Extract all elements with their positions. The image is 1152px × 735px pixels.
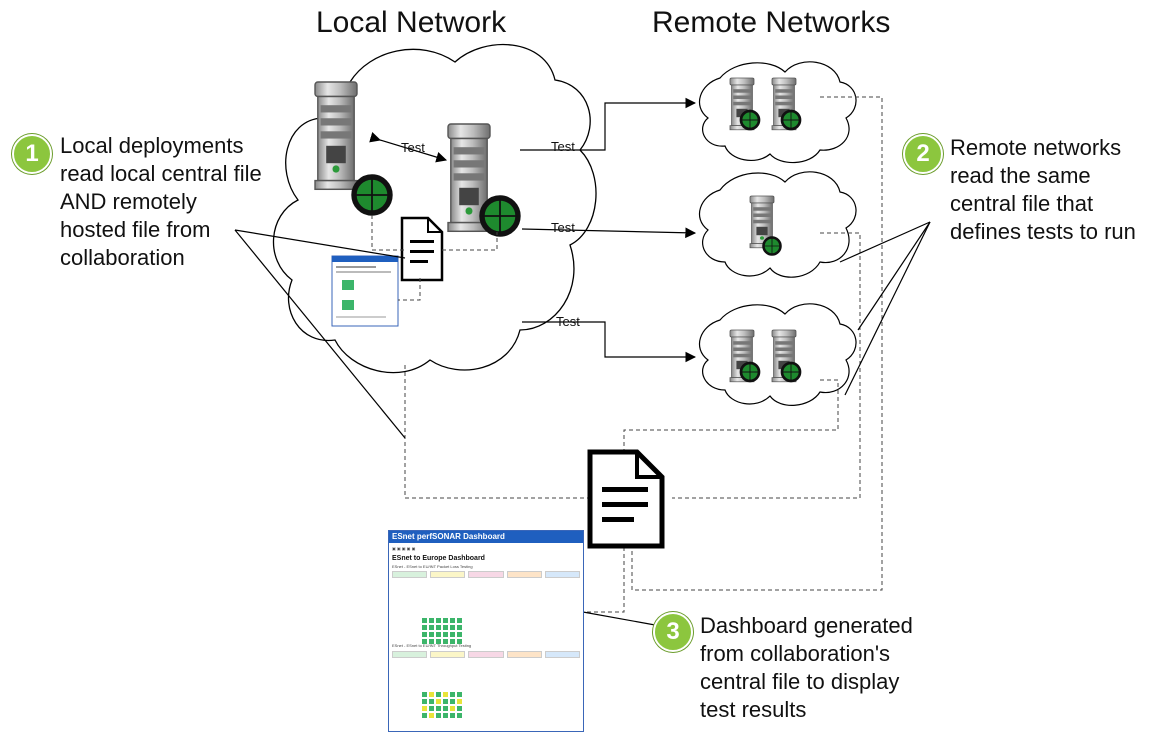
note-1-line: read local central file bbox=[60, 161, 262, 186]
test-label-remote-2: Test bbox=[551, 220, 575, 235]
dashboard-section-1: ESnet - ESnet to EU/INT Packet Loss Test… bbox=[392, 564, 473, 569]
perfsonar-node-1-icon bbox=[354, 177, 390, 213]
note-1-line: hosted file from bbox=[60, 217, 211, 242]
remote-networks-heading: Remote Networks bbox=[652, 6, 891, 39]
dashboard-title: ESnet perfSONAR Dashboard bbox=[389, 531, 583, 543]
central-file-document-icon bbox=[587, 449, 665, 549]
note-2-line: central file that bbox=[950, 191, 1094, 216]
local-server-1-icon bbox=[314, 81, 358, 191]
dashboard-grid-2 bbox=[421, 691, 463, 719]
note-3-line: Dashboard generated bbox=[700, 613, 913, 638]
local-document-icon bbox=[400, 216, 444, 282]
note-3: Dashboard generated from collaboration's… bbox=[700, 612, 913, 724]
note-3-line: from collaboration's bbox=[700, 641, 891, 666]
note-2-line: defines tests to run bbox=[950, 219, 1136, 244]
test-label-local: Test bbox=[401, 140, 425, 155]
remote-cloud-2-icon bbox=[698, 171, 857, 278]
step-3-badge: 3 bbox=[653, 612, 693, 652]
note-2: Remote networks read the same central fi… bbox=[950, 134, 1136, 246]
step-1-badge: 1 bbox=[12, 134, 52, 174]
note-1-line: collaboration bbox=[60, 245, 185, 270]
dashboard-screenshot: ESnet perfSONAR Dashboard ▣ ▣ ▣ ▣ ▣ ESne… bbox=[388, 530, 584, 732]
dashboard-page-title: ESnet to Europe Dashboard bbox=[392, 555, 485, 562]
note-3-line: test results bbox=[700, 697, 807, 722]
note-2-line: Remote networks bbox=[950, 135, 1122, 160]
local-network-heading: Local Network bbox=[316, 6, 507, 39]
note-1: Local deployments read local central fil… bbox=[60, 132, 262, 272]
test-label-remote-3: Test bbox=[556, 314, 580, 329]
perfsonar-node-2-icon bbox=[482, 198, 518, 234]
dashboard-section-2: ESnet - ESnet to EU/INT Throughput Testi… bbox=[392, 643, 472, 648]
local-dashboard-thumbnail-icon bbox=[331, 255, 399, 327]
test-label-remote-1: Test bbox=[551, 139, 575, 154]
note-3-line: central file to display bbox=[700, 669, 900, 694]
note-1-line: AND remotely bbox=[60, 189, 197, 214]
note-2-line: read the same bbox=[950, 163, 1091, 188]
dashboard-grid-1 bbox=[421, 617, 463, 645]
note-1-line: Local deployments bbox=[60, 133, 244, 158]
step-2-badge: 2 bbox=[903, 134, 943, 174]
